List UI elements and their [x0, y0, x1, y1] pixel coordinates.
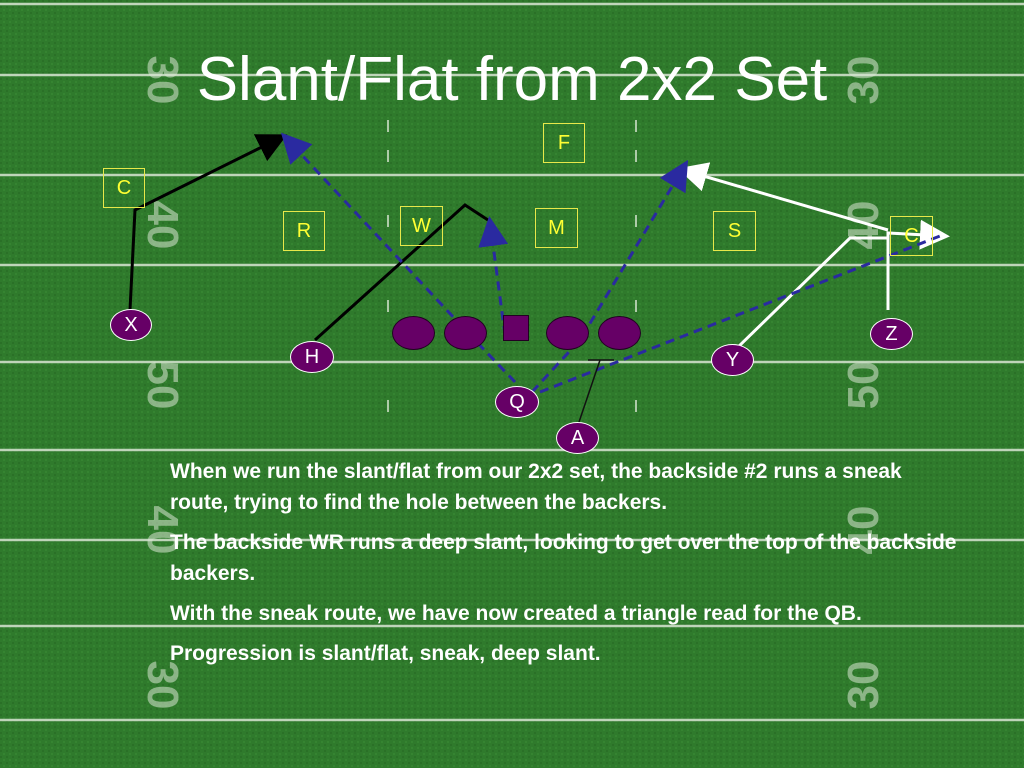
player-z: Z [870, 318, 913, 350]
defender-mike: M [535, 208, 578, 248]
route-y-slant [733, 236, 888, 352]
note-2: The backside WR runs a deep slant, looki… [170, 531, 957, 585]
yard-number-left-bottom: 30 [138, 661, 187, 710]
yard-number-left-middle: 50 [138, 361, 187, 410]
center-square [503, 315, 529, 341]
route-corner-read [677, 162, 889, 232]
right-tackle [598, 316, 641, 350]
hash-marks [387, 120, 637, 412]
defender-corner-right: C [890, 216, 933, 256]
route-q-read-middle [530, 159, 689, 394]
defender-will: W [400, 206, 443, 246]
player-a: A [556, 422, 599, 454]
left-guard [444, 316, 487, 350]
route-q-read-flat [539, 234, 941, 394]
yard-number-right-lower: 40 [839, 506, 888, 555]
yard-number-left-lower: 40 [138, 506, 187, 555]
player-x: X [110, 309, 152, 341]
player-y: Y [711, 344, 754, 376]
right-guard [546, 316, 589, 350]
defender-corner-left: C [103, 168, 145, 208]
note-1: When we run the slant/flat from our 2x2 … [170, 460, 902, 514]
yard-lines [0, 2, 1024, 722]
player-q: Q [495, 386, 539, 418]
defender-strong-safety: S [713, 211, 756, 251]
defender-free-safety: F [543, 123, 585, 163]
defender-rover: R [283, 211, 325, 251]
yard-number-left-top: 30 [138, 56, 187, 105]
player-h: H [290, 341, 334, 373]
yard-number-left-upper: 40 [138, 201, 187, 250]
note-4: Progression is slant/flat, sneak, deep s… [170, 642, 601, 665]
play-notes: When we run the slant/flat from our 2x2 … [170, 456, 960, 678]
route-x-deep-slant [128, 134, 288, 311]
slide-title: Slant/Flat from 2x2 Set [196, 45, 828, 114]
yard-number-right-top: 30 [839, 56, 888, 105]
left-tackle [392, 316, 435, 350]
route-h-sneak [313, 203, 489, 342]
route-z-flat [886, 219, 950, 310]
yard-number-right-bottom: 30 [839, 661, 888, 710]
note-3: With the sneak route, we have now create… [170, 602, 862, 625]
route-q-read-sneak [478, 216, 509, 336]
yard-number-right-middle: 50 [839, 361, 888, 410]
a-pointer-line [577, 359, 601, 426]
